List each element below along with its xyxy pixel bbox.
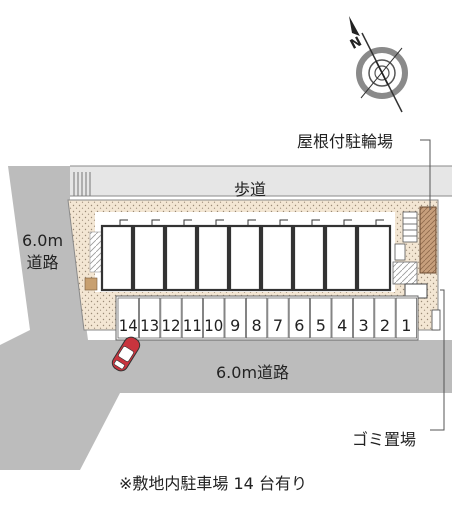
sidewalk-label: 歩道: [234, 180, 267, 199]
parking-stall-number: 3: [359, 316, 369, 335]
parking-stall: [288, 297, 311, 339]
building-unit: [260, 224, 294, 292]
north-arrow-compass-icon: N: [348, 16, 408, 113]
building: [100, 224, 392, 292]
stairs: [394, 211, 418, 261]
parking-stall: [310, 297, 332, 339]
left-road-width: 6.0m: [22, 231, 64, 250]
building-unit: [196, 224, 230, 292]
parking-stall-number: 1: [401, 316, 411, 335]
parking-stall-number: 4: [337, 316, 347, 335]
parking-stall-number: 7: [273, 316, 283, 335]
parking-stall-number: 9: [230, 316, 240, 335]
building-unit: [132, 224, 166, 292]
car-icon: [111, 336, 141, 372]
bicycle-parking-label: 屋根付駐輪場: [297, 132, 394, 151]
parking-stall-number: 6: [294, 316, 304, 335]
parking-stall-number: 14: [119, 316, 138, 335]
parking-stall-number: 13: [140, 316, 159, 335]
parking-footnote: ※敷地内駐車場 14 台有り: [119, 474, 307, 493]
parking-stall-number: 8: [252, 316, 262, 335]
building-unit: [228, 224, 262, 292]
parking-stall: [331, 297, 353, 339]
parking-stall: [181, 297, 203, 339]
building-unit: [100, 224, 134, 292]
building-unit: [292, 224, 326, 292]
parking-stall: [374, 297, 396, 339]
sidewalk: [70, 165, 452, 197]
building-entrances: [119, 219, 384, 226]
garbage-area-label: ゴミ置場: [352, 430, 417, 449]
bottom-road-label: 6.0m道路: [216, 363, 290, 382]
left-road-label: 6.0m 道路: [22, 230, 63, 274]
leader-lines: [420, 139, 445, 431]
parking-stall-number: 2: [380, 316, 390, 335]
parking-stall: [224, 297, 246, 339]
parking-stall: [352, 297, 375, 339]
road-area: [0, 166, 452, 470]
parking-stall: [395, 297, 418, 339]
building-unit: [164, 224, 198, 292]
parking-stall-number: 10: [204, 316, 223, 335]
svg-text:N: N: [348, 34, 365, 52]
parking-stall: [267, 297, 289, 339]
parking-stall: [203, 297, 225, 339]
crosswalk-marks: [73, 172, 91, 196]
parking-stall: [245, 297, 268, 339]
building-unit: [356, 224, 392, 292]
garbage-area: [392, 261, 441, 331]
left-road-type: 道路: [26, 253, 59, 272]
parking-stall-number: 11: [183, 316, 202, 335]
bicycle-parking-shelter: [419, 206, 437, 274]
building-unit: [324, 224, 358, 292]
parking-stall-number: 5: [316, 316, 326, 335]
parking-stall: [138, 297, 161, 339]
parking-stall-number: 12: [162, 316, 181, 335]
parking-stall: [160, 297, 182, 339]
